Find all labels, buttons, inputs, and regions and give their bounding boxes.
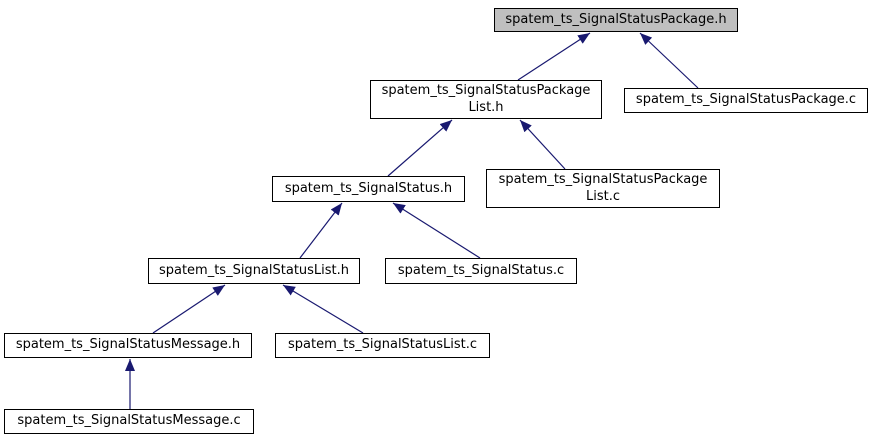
graph-node-spatem-ts-signalstatuslist-h[interactable]: spatem_ts_SignalStatusList.h [148,258,360,284]
graph-node-spatem-ts-signalstatusmessage-h[interactable]: spatem_ts_SignalStatusMessage.h [4,333,252,358]
graph-node-spatem-ts-signalstatus-h[interactable]: spatem_ts_SignalStatus.h [272,176,465,202]
graph-node-spatem-ts-signalstatus-c[interactable]: spatem_ts_SignalStatus.c [385,258,577,284]
dependency-edge-spatem-ts-signalstatuslist-c--to--spatem-ts-signalstatuslist-h [282,284,364,334]
graph-node-spatem-ts-signalstatuspackagelist-h[interactable]: spatem_ts_SignalStatusPackage List.h [370,80,602,119]
graph-node-spatem-ts-signalstatuspackage-h: spatem_ts_SignalStatusPackage.h [494,8,738,32]
graph-node-spatem-ts-signalstatusmessage-c[interactable]: spatem_ts_SignalStatusMessage.c [4,409,254,434]
dependency-edge-spatem-ts-signalstatuspackagelist-c--to--spatem-ts-signalstatuspackagelist-h [519,119,566,170]
dependency-edge-spatem-ts-signalstatus-h--to--spatem-ts-signalstatuspackagelist-h [387,119,453,177]
graph-node-spatem-ts-signalstatuspackage-c[interactable]: spatem_ts_SignalStatusPackage.c [624,88,868,113]
graph-node-spatem-ts-signalstatuslist-c[interactable]: spatem_ts_SignalStatusList.c [275,333,490,358]
dependency-edge-spatem-ts-signalstatuspackagelist-h--to--spatem-ts-signalstatuspackage-h [517,32,591,81]
graph-node-spatem-ts-signalstatuspackagelist-c[interactable]: spatem_ts_SignalStatusPackage List.c [486,169,720,208]
dependency-edge-spatem-ts-signalstatuslist-h--to--spatem-ts-signalstatus-h [299,202,343,259]
dependency-edge-spatem-ts-signalstatusmessage-h--to--spatem-ts-signalstatuslist-h [152,284,226,334]
dependency-edge-spatem-ts-signalstatus-c--to--spatem-ts-signalstatus-h [392,202,481,259]
dependency-edge-spatem-ts-signalstatuspackage-c--to--spatem-ts-signalstatuspackage-h [639,32,699,89]
